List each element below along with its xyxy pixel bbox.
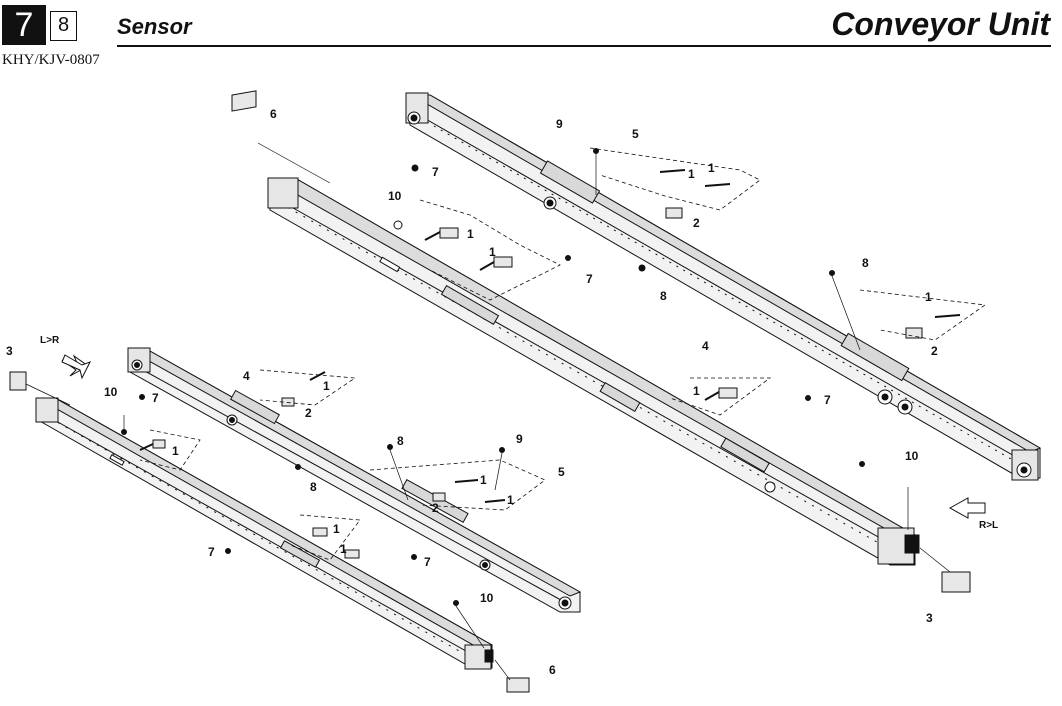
callout-8-c: 8 xyxy=(397,434,404,448)
callout-1-b: 1 xyxy=(688,167,695,181)
callout-labels: 6 9 5 1 1 7 10 2 1 1 7 8 8 1 2 4 1 7 10 … xyxy=(6,107,998,677)
callout-10-top: 10 xyxy=(388,189,402,203)
rail-upper-back xyxy=(405,92,1042,481)
callout-7-a: 7 xyxy=(432,165,439,179)
callout-1-j: 1 xyxy=(507,493,514,507)
callout-5-left: 5 xyxy=(558,465,565,479)
callout-7-b: 7 xyxy=(586,272,593,286)
section-title: Sensor xyxy=(117,14,192,39)
callout-8-a: 8 xyxy=(660,289,667,303)
direction-arrow-rl xyxy=(948,497,986,519)
leader-lines xyxy=(139,147,987,561)
callout-1-f: 1 xyxy=(693,384,700,398)
callout-1-e: 1 xyxy=(925,290,932,304)
callout-1-k: 1 xyxy=(333,522,340,536)
callout-1-l: 1 xyxy=(340,542,347,556)
chapter-number: 7 xyxy=(2,5,46,45)
callout-2-d: 2 xyxy=(432,501,439,515)
section-number: 8 xyxy=(50,11,77,41)
callout-9-top: 9 xyxy=(556,117,563,131)
callout-6-top: 6 xyxy=(270,107,277,121)
sensor-rods xyxy=(139,169,961,503)
rail-upper-front xyxy=(267,177,920,566)
direction-label-rl: R>L xyxy=(979,520,998,531)
callout-10-bottom: 10 xyxy=(480,591,494,605)
direction-label-lr: L>R xyxy=(40,335,60,346)
exploded-parts-diagram: 6 9 5 1 1 7 10 2 1 1 7 8 8 1 2 4 1 7 10 … xyxy=(6,90,1042,693)
callout-2-a: 2 xyxy=(693,216,700,230)
callout-1-g: 1 xyxy=(323,379,330,393)
callout-1-i: 1 xyxy=(480,473,487,487)
direction-arrow-lr xyxy=(61,354,92,380)
callout-7-f: 7 xyxy=(424,555,431,569)
callout-4-left: 4 xyxy=(243,369,250,383)
callout-3-right: 3 xyxy=(926,611,933,625)
callout-1-h: 1 xyxy=(172,444,179,458)
callout-1-d: 1 xyxy=(489,245,496,259)
callout-10-left: 10 xyxy=(104,385,118,399)
callout-2-c: 2 xyxy=(305,406,312,420)
callout-1-c: 1 xyxy=(467,227,474,241)
callout-8-b: 8 xyxy=(862,256,869,270)
page-header: 7 8 Sensor Conveyor Unit xyxy=(0,0,1062,50)
leader-solid xyxy=(25,142,951,681)
callout-6-bottom: 6 xyxy=(549,663,556,677)
callout-9-left: 9 xyxy=(516,432,523,446)
callout-7-c: 7 xyxy=(824,393,831,407)
callout-10-right: 10 xyxy=(905,449,919,463)
callout-8-d: 8 xyxy=(310,480,317,494)
screws xyxy=(121,148,865,606)
callout-4-right: 4 xyxy=(702,339,709,353)
unit-title: Conveyor Unit xyxy=(831,6,1050,42)
rail-lower-front xyxy=(35,397,494,670)
callout-2-b: 2 xyxy=(931,344,938,358)
callout-7-d: 7 xyxy=(152,391,159,405)
callout-7-e: 7 xyxy=(208,545,215,559)
header-rule xyxy=(117,45,1051,47)
model-code: KHY/KJV-0807 xyxy=(2,52,100,68)
callout-5-top: 5 xyxy=(632,127,639,141)
callout-1-a: 1 xyxy=(708,161,715,175)
callout-3-left: 3 xyxy=(6,344,13,358)
